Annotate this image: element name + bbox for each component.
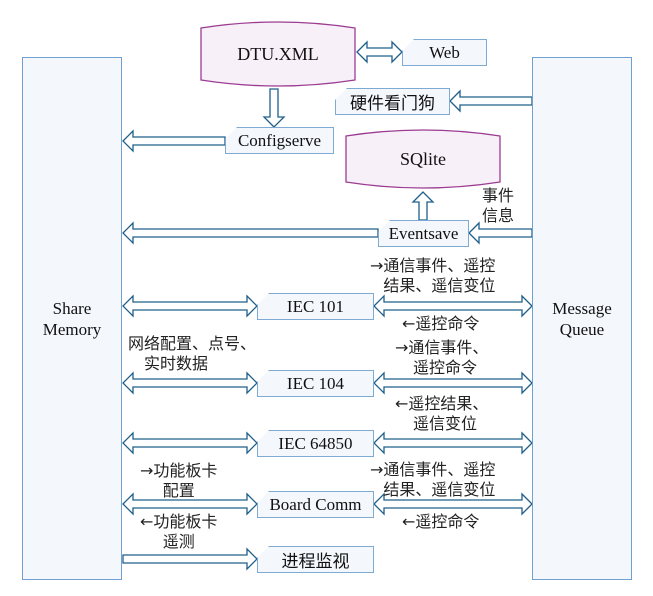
event-info-line2: 信息 [482,206,515,225]
iec64850-module: IEC 64850 [257,430,374,457]
iec104-right-top-line2: 遥控命令 [413,358,478,377]
iec104-module: IEC 104 [257,370,374,397]
message-queue-label-line2: Queue [559,319,605,339]
iec104-right-bottom-line1: ←遥控结果、 [395,394,489,413]
message-queue-label-line1: Message [552,298,612,318]
eventsave-label: Eventsave [388,223,459,243]
configserve-label: Configserve [237,130,322,150]
board-right-top-line2: 结果、遥信变位 [383,480,496,499]
board-right-top-line1: →通信事件、遥控 [370,460,496,479]
iec101-module: IEC 101 [257,293,374,320]
eventsave-module: Eventsave [378,220,469,247]
sqlite-database: SQlite [345,127,501,191]
iec104-right-bottom-label: ←遥控结果、 遥信变位 [395,394,488,434]
iec64850-label: IEC 64850 [278,433,353,453]
process-monitor-label: 进程监视 [281,552,350,572]
dtu-xml-label: DTU.XML [237,43,319,64]
sharemem-iec101-arrow [122,294,258,318]
iec101-right-top-line1: →通信事件、遥控 [370,256,496,275]
database-icon [345,129,501,189]
process-monitor-module: 进程监视 [257,546,374,573]
iec101-right-bottom-label: ←遥控命令 [402,314,479,334]
watchdog-module: 硬件看门狗 [335,88,450,115]
iec104-right-bottom-line2: 遥信变位 [413,414,478,433]
iec104-label: IEC 104 [286,373,345,393]
iec104-left-line1: 网络配置、点号、 [128,334,257,353]
share-memory-block: Share Memory [22,57,122,580]
dtu-xml-database: DTU.XML [200,19,356,89]
mq-eventsave-arrow [468,221,533,245]
watchdog-label: 硬件看门狗 [350,94,435,114]
eventsave-sqlite-arrow [411,191,435,221]
iec104-right-top-label: →通信事件、 遥控命令 [395,338,488,378]
board-right-top-label: →通信事件、遥控 结果、遥信变位 [370,460,495,500]
board-left-bottom-label: ←功能板卡 遥测 [140,512,217,552]
configserve-module: Configserve [225,127,334,154]
board-left-top-label: →功能板卡 配置 [140,461,217,501]
web-label: Web [429,42,460,62]
iec64850-mq-arrow [373,431,533,455]
sharemem-iec64850-arrow [122,431,258,455]
configserve-sharemem-arrow [122,129,226,153]
iec104-left-line2: 实时数据 [144,354,209,373]
event-info-line1: 事件 [482,186,515,205]
share-memory-label-line1: Share [52,298,92,318]
iec104-left-label: 网络配置、点号、 实时数据 [128,334,256,374]
iec104-right-top-line1: →通信事件、 [395,338,489,357]
board-right-bottom-text: ←遥控命令 [402,512,480,531]
board-left-top-line2: 配置 [162,481,195,500]
boardcomm-module: Board Comm [257,491,374,518]
message-queue-block: Message Queue [532,57,632,580]
boardcomm-label: Board Comm [269,494,362,514]
sharemem-iec104-arrow [122,371,258,395]
iec101-right-top-label: →通信事件、遥控 结果、遥信变位 [370,256,495,296]
board-left-top-line1: →功能板卡 [140,461,218,480]
iec101-right-top-line2: 结果、遥信变位 [383,276,496,295]
share-memory-label-line2: Memory [42,319,102,339]
board-right-bottom-label: ←遥控命令 [402,512,479,532]
mq-watchdog-arrow [449,89,533,113]
iec101-right-bottom-text: ←遥控命令 [402,314,480,333]
eventsave-sharemem-arrow [122,221,379,245]
sqlite-label: SQlite [399,148,446,169]
sharemem-monitor-arrow [122,547,258,571]
board-left-bottom-line2: 遥测 [162,532,195,551]
dtu-configserve-arrow [262,88,286,128]
iec101-label: IEC 101 [286,296,345,316]
board-left-bottom-line1: ←功能板卡 [140,512,218,531]
web-module: Web [402,39,487,66]
event-info-label: 事件 信息 [482,186,514,226]
iec101-mq-arrow [373,294,533,318]
dtu-web-arrow [356,40,403,64]
database-icon [200,21,356,87]
